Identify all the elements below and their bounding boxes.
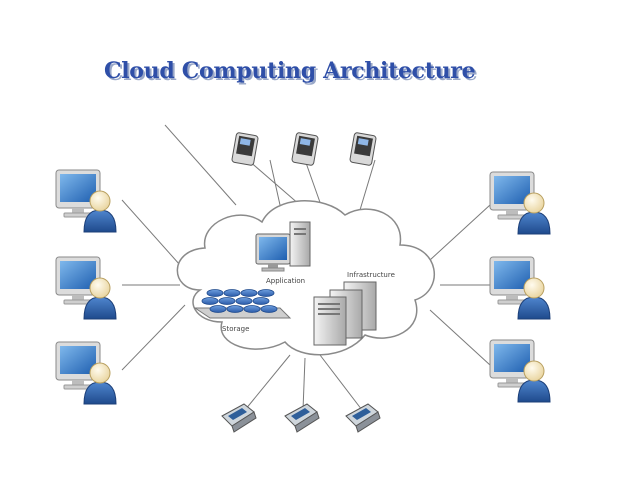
infrastructure-servers-icon — [313, 281, 377, 346]
storage-icon — [193, 289, 292, 319]
infrastructure-label: Infrastructure — [347, 271, 395, 279]
pda-icon — [231, 131, 259, 167]
connection-line — [319, 354, 363, 411]
connection-line — [121, 304, 186, 371]
mobile-phone-icon — [221, 403, 257, 433]
user-workstation-icon — [489, 339, 551, 403]
application-label: Application — [266, 277, 305, 285]
connection-line — [304, 159, 323, 209]
connection-lines — [121, 124, 491, 411]
mobile-phone-icon — [284, 403, 320, 433]
user-workstation-icon — [55, 256, 117, 320]
user-workstation-icon — [489, 171, 551, 235]
pda-icon — [291, 131, 319, 167]
user-workstation-icon — [55, 169, 117, 233]
page-title: Cloud Computing Architecture — [104, 58, 476, 84]
connection-line — [359, 159, 376, 211]
connection-line — [429, 204, 491, 261]
pda-icon — [349, 131, 377, 167]
mobile-phone-icon — [345, 403, 381, 433]
application-server-icon — [255, 221, 311, 272]
connection-line — [429, 309, 491, 366]
connection-line — [269, 159, 281, 206]
connection-line — [247, 159, 301, 206]
connection-line — [121, 199, 181, 266]
storage-label: Storage — [222, 325, 249, 333]
user-workstation-icon — [489, 256, 551, 320]
connection-line — [302, 357, 306, 411]
user-workstation-icon — [55, 341, 117, 405]
connection-line — [164, 124, 237, 206]
connection-line — [244, 354, 291, 411]
